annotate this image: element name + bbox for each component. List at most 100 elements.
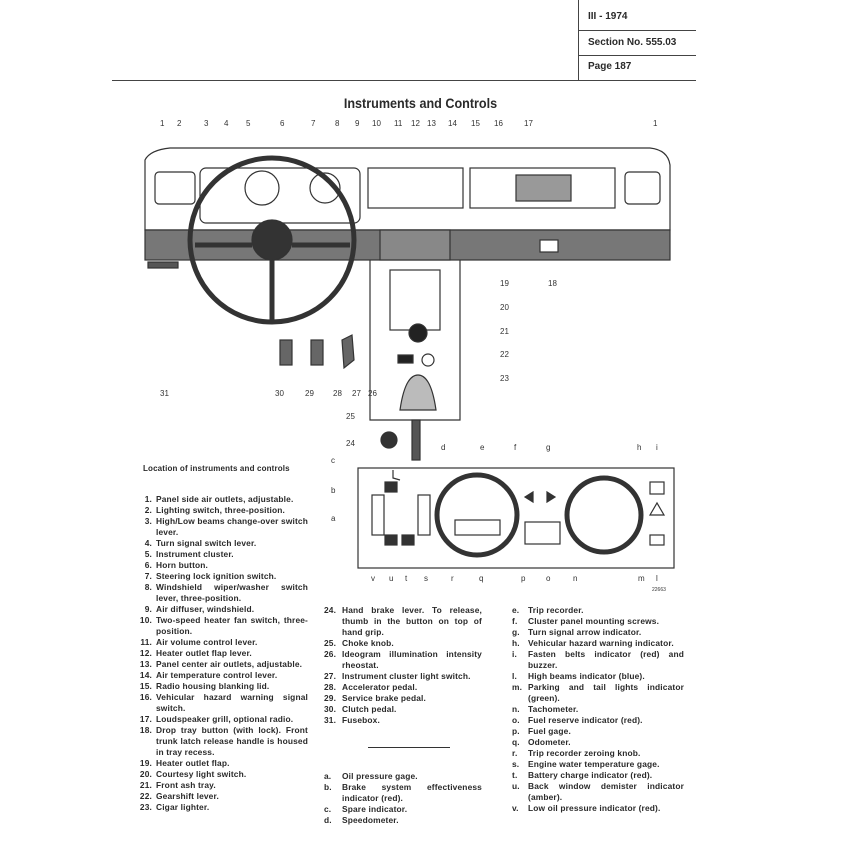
item-number: v. bbox=[512, 803, 519, 813]
legend-item: v.Low oil pressure indicator (red). bbox=[512, 803, 684, 814]
item-number: 14. bbox=[139, 670, 152, 680]
item-number: 20. bbox=[139, 769, 152, 779]
item-text: Choke knob. bbox=[342, 638, 394, 648]
callout: 11 bbox=[394, 119, 403, 128]
callout: t bbox=[405, 574, 408, 583]
header-rule-1 bbox=[578, 30, 696, 31]
item-text: High/Low beams change-over switch lever. bbox=[156, 516, 309, 537]
item-number: i. bbox=[512, 649, 517, 659]
legend-item: a.Oil pressure gage. bbox=[324, 771, 482, 782]
dashboard-outline bbox=[144, 147, 671, 231]
item-number: t. bbox=[512, 770, 518, 780]
callout: 15 bbox=[471, 119, 480, 128]
legend-item: 29.Service brake pedal. bbox=[324, 693, 482, 704]
item-text: Radio housing blanking lid. bbox=[156, 681, 270, 691]
item-text: Two-speed heater fan switch, three-posit… bbox=[156, 615, 308, 636]
legend-item: i. Fasten belts indicator (red) and buzze… bbox=[512, 649, 684, 671]
callout: 4 bbox=[224, 119, 229, 128]
speedometer bbox=[434, 472, 520, 558]
item-number: s. bbox=[512, 759, 520, 769]
clutch-pedal bbox=[279, 339, 293, 366]
legend-item: u.Back window demister indicator (amber)… bbox=[512, 781, 684, 803]
cluster-detail bbox=[357, 467, 675, 569]
legend-item: 31.Fusebox. bbox=[324, 715, 482, 726]
item-text: Panel side air outlets, adjustable. bbox=[156, 494, 294, 504]
callout: 6 bbox=[280, 119, 285, 128]
item-text: Cluster panel mounting screws. bbox=[528, 616, 660, 626]
callout: f bbox=[514, 443, 517, 452]
callout: v bbox=[371, 574, 375, 583]
accelerator-pedal bbox=[341, 334, 355, 370]
callout: u bbox=[389, 574, 393, 583]
legend-item: g.Turn signal arrow indicator. bbox=[512, 627, 684, 638]
diagram-callouts: 1 2 3 4 5 6 7 8 9 10 11 12 13 14 15 16 1… bbox=[160, 119, 666, 593]
item-number: 17. bbox=[139, 714, 152, 724]
item-text: Air diffuser, windshield. bbox=[156, 604, 255, 614]
item-text: Parking and tail lights indicator (green… bbox=[528, 682, 684, 703]
legend-item: 23.Cigar lighter. bbox=[136, 802, 308, 813]
callout: 7 bbox=[311, 119, 316, 128]
item-text: Windshield wiper/washer switch lever, th… bbox=[156, 582, 308, 603]
item-text: Vehicular hazard warning indicator. bbox=[528, 638, 674, 648]
legend-heading: Location of instruments and controls bbox=[143, 464, 290, 473]
figure-number: 22663 bbox=[652, 587, 666, 593]
item-text: Battery charge indicator (red). bbox=[528, 770, 653, 780]
item-text: Drop tray button (with lock). Front trun… bbox=[156, 725, 308, 757]
callout: h bbox=[637, 443, 641, 452]
item-text: Lighting switch, three-position. bbox=[156, 505, 286, 515]
legend-item: 7.Steering lock ignition switch. bbox=[136, 571, 308, 582]
item-number: b. bbox=[324, 782, 332, 792]
callout: 23 bbox=[500, 374, 509, 383]
callout: 13 bbox=[427, 119, 436, 128]
page-number: Page 187 bbox=[588, 61, 632, 72]
legend-item: 11.Air volume control lever. bbox=[136, 637, 308, 648]
item-number: m. bbox=[512, 682, 523, 692]
callout: 21 bbox=[500, 327, 509, 336]
callout: 28 bbox=[333, 389, 342, 398]
fuel-gage bbox=[524, 521, 561, 545]
item-text: Instrument cluster light switch. bbox=[342, 671, 471, 681]
callout: 26 bbox=[368, 389, 377, 398]
item-text: Back window demister indicator (amber). bbox=[528, 781, 684, 802]
item-text: Fasten belts indicator (red) and buzzer. bbox=[528, 649, 684, 670]
fusebox bbox=[147, 261, 179, 269]
item-text: Odometer. bbox=[528, 737, 571, 747]
item-number: d. bbox=[324, 815, 332, 825]
item-text: Oil pressure gage. bbox=[342, 771, 418, 781]
item-text: High beams indicator (blue). bbox=[528, 671, 645, 681]
item-text: Air volume control lever. bbox=[156, 637, 258, 647]
item-number: 24. bbox=[324, 605, 337, 615]
callout: r bbox=[451, 574, 454, 583]
legend-item: o.Fuel reserve indicator (red). bbox=[512, 715, 684, 726]
legend-item: 28.Accelerator pedal. bbox=[324, 682, 482, 693]
item-text: Spare indicator. bbox=[342, 804, 408, 814]
steering-wheel bbox=[187, 155, 357, 325]
legend-item: 18.Drop tray button (with lock). Front t… bbox=[136, 725, 308, 758]
loudspeaker-grill bbox=[515, 174, 572, 202]
callout: 30 bbox=[275, 389, 284, 398]
item-text: Turn signal arrow indicator. bbox=[528, 627, 642, 637]
legend-item: 17.Loudspeaker grill, optional radio. bbox=[136, 714, 308, 725]
item-number: e. bbox=[512, 605, 520, 615]
item-number: 15. bbox=[139, 681, 152, 691]
legend-column-middle-lettered: a.Oil pressure gage.b.Brake system effec… bbox=[324, 771, 482, 826]
callout: 19 bbox=[500, 279, 509, 288]
legend-item: s.Engine water temperature gage. bbox=[512, 759, 684, 770]
callout: l bbox=[656, 574, 658, 583]
legend-item: 1.Panel side air outlets, adjustable. bbox=[136, 494, 308, 505]
callout: 9 bbox=[355, 119, 360, 128]
item-text: Heater outlet flap lever. bbox=[156, 648, 252, 658]
legend-item: p.Fuel gage. bbox=[512, 726, 684, 737]
item-number: 10. bbox=[139, 615, 152, 625]
legend-item: n.Tachometer. bbox=[512, 704, 684, 715]
item-number: q. bbox=[512, 737, 520, 747]
callout: 14 bbox=[448, 119, 457, 128]
legend-item: 13.Panel center air outlets, adjustable. bbox=[136, 659, 308, 670]
legend-item: q. Odometer. bbox=[512, 737, 684, 748]
item-text: Turn signal switch lever. bbox=[156, 538, 257, 548]
item-number: p. bbox=[512, 726, 520, 736]
header-rule-2 bbox=[578, 55, 696, 56]
legend-item: 10. Two-speed heater fan switch, three-po… bbox=[136, 615, 308, 637]
legend-item: 21.Front ash tray. bbox=[136, 780, 308, 791]
tachometer bbox=[564, 475, 644, 555]
